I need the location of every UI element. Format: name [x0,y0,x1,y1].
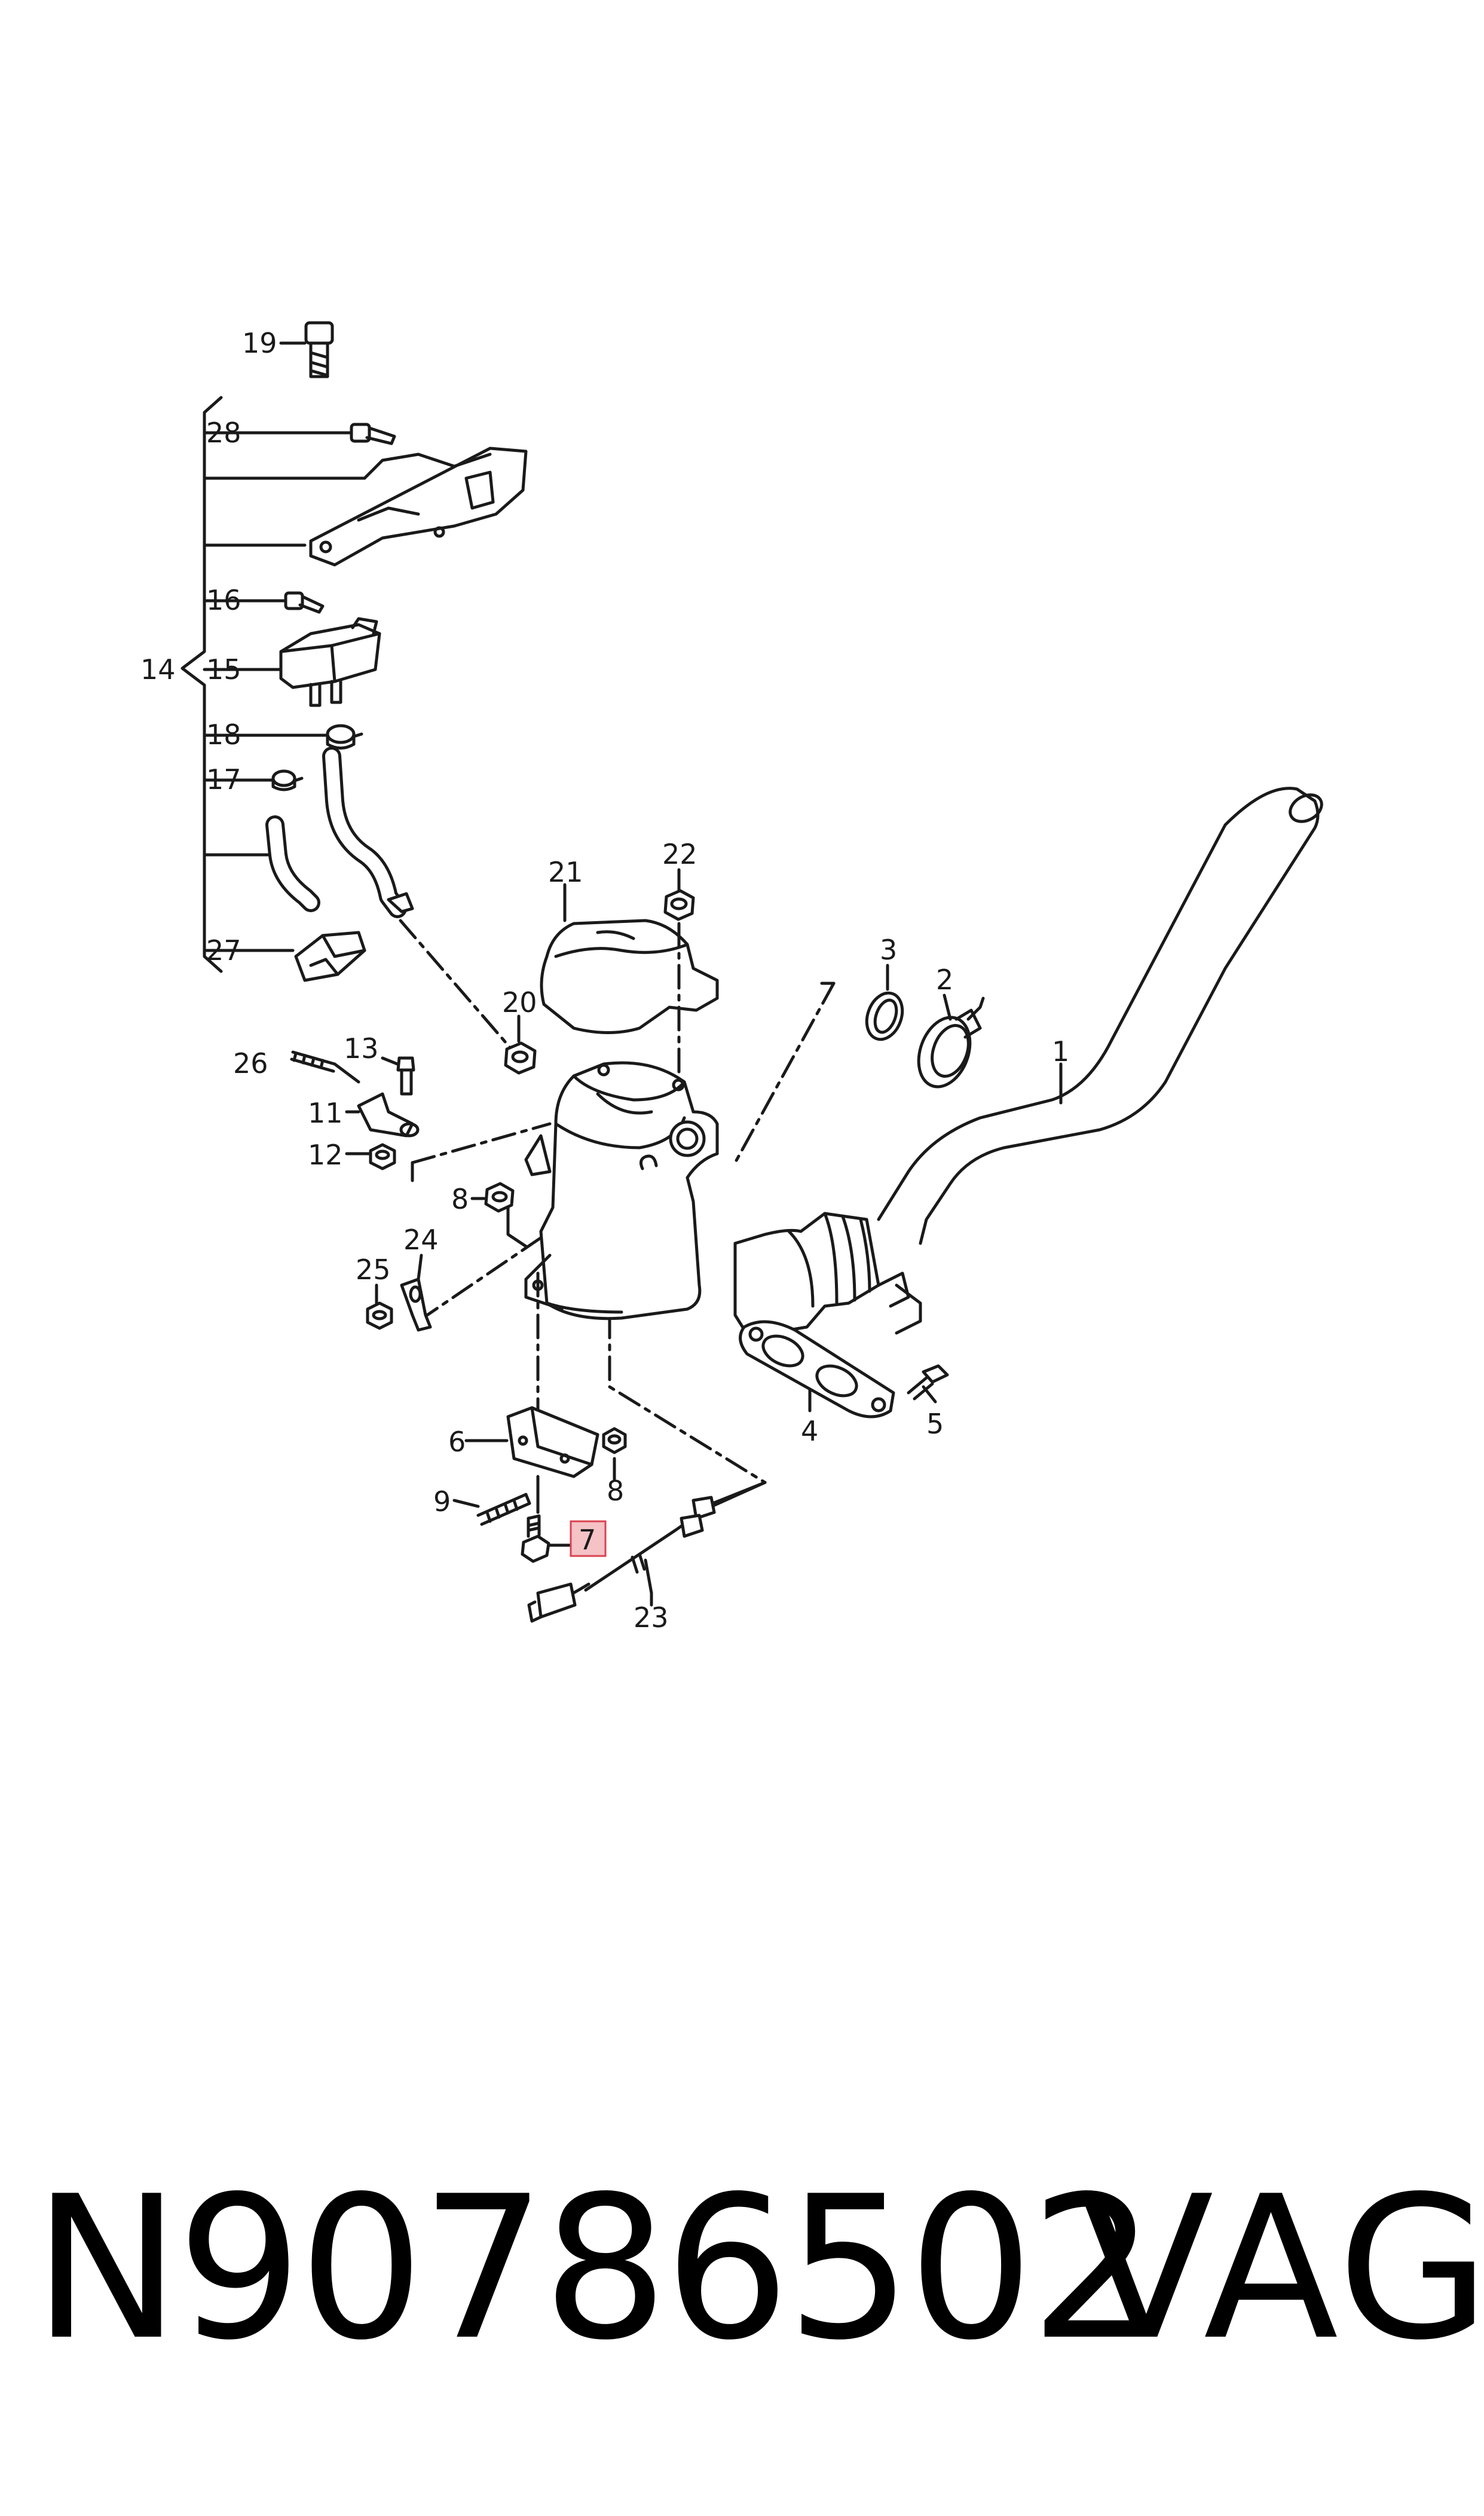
callout-3: 3 [880,934,897,966]
bracket-11-icon [357,1092,420,1138]
exhaust-pipe-1-icon [877,787,1323,1335]
stud-26-icon [290,1050,336,1073]
brand-name: VAG [1079,2154,1484,2383]
callout-27: 27 [206,934,241,967]
callout-6: 6 [448,1426,466,1458]
nut-20-icon [504,1041,537,1075]
callout-21: 21 [548,856,583,888]
callout-12: 12 [308,1139,343,1171]
callout-15: 15 [206,653,241,686]
bracket-6-icon [506,1406,599,1478]
callout-19: 19 [242,327,277,359]
callout-13: 13 [344,1032,379,1065]
holder-27-icon [294,931,366,982]
callout-28: 28 [206,417,241,449]
callout-4: 4 [801,1415,818,1447]
highlight-box-part-7 [570,1520,607,1557]
callout-20: 20 [502,986,537,1019]
connection-pipe-icon [733,1212,910,1341]
nut-8-upper-icon [484,1182,515,1213]
bolt-19-icon [304,321,334,378]
clamp-2-icon [917,996,985,1089]
heat-shield-21-icon [540,919,719,1034]
callout-24: 24 [403,1224,439,1256]
bolt-28-icon [350,423,396,445]
exploded-parts-diagram: 19 28 16 14 15 18 17 27 21 22 20 3 2 1 2… [140,321,1323,1634]
callout-14: 14 [140,653,176,686]
bolt-13-icon [396,1056,415,1096]
callout-8-lower: 8 [607,1475,624,1507]
callout-22: 22 [662,838,697,870]
bolt-5-icon [907,1364,949,1401]
flange-gasket-4-icon [739,1320,895,1419]
bolt-7-icon [521,1514,550,1563]
callout-25: 25 [356,1254,391,1286]
clamp-17-icon [271,769,304,791]
callout-11: 11 [308,1097,343,1129]
pressure-sensor-15-icon [279,617,381,707]
nut-22-icon [663,889,695,1084]
callout-1: 1 [1052,1035,1069,1068]
nut-12-icon [369,1143,396,1170]
callout-16: 16 [206,584,241,616]
callout-23: 23 [634,1601,669,1634]
callout-8-upper: 8 [451,1183,469,1215]
stud-9-icon [476,1493,531,1526]
footer-caption: N90786502 VAG [0,2140,1484,2379]
group-14-bracket [180,396,223,973]
temperature-sensor-23-icon [527,1481,767,1623]
nut-25-icon [366,1301,393,1330]
bolt-16-icon [284,591,325,614]
callout-2: 2 [936,964,953,996]
vacuum-hose-icon [265,747,414,918]
clamp-18-icon [326,724,363,750]
bracket-24-icon [400,1277,432,1332]
gasket-ring-3-icon [865,991,904,1041]
callout-26: 26 [233,1047,268,1080]
part-number: N90786502 [33,2154,1156,2383]
nut-8-lower-icon [602,1427,627,1454]
callout-18: 18 [206,719,241,751]
callout-17: 17 [206,763,241,796]
callout-5: 5 [926,1408,944,1440]
callout-9: 9 [433,1485,451,1518]
mounting-bracket-icon [309,447,528,567]
particulate-filter-icon [524,1061,719,1320]
callout-7: 7 [579,1524,596,1556]
